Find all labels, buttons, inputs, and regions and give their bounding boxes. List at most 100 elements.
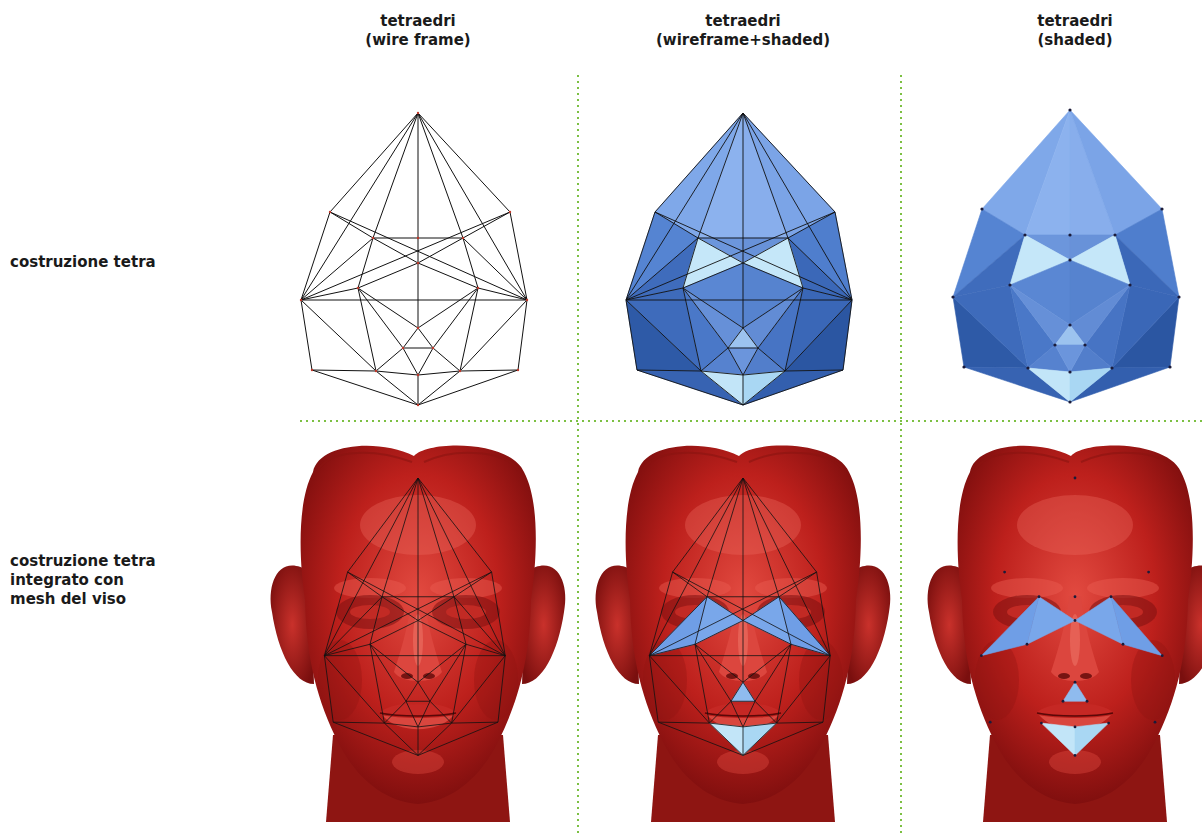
tetra-edge [330, 113, 418, 212]
tetra-vertex [300, 299, 302, 301]
tetra-edge [418, 621, 466, 645]
tetra-face [1070, 110, 1162, 235]
tetra-edge [463, 212, 510, 238]
dotted-divider [577, 75, 579, 836]
tetra-edge [403, 328, 418, 348]
tetra-edge [358, 288, 418, 328]
tetra-edge [301, 113, 418, 300]
hair-edge [643, 453, 843, 470]
tetra-edge [406, 682, 418, 701]
tetra-edge [460, 300, 527, 371]
tetra-edge [655, 212, 852, 300]
tetra-edge [358, 263, 418, 288]
tetra-edge [779, 572, 817, 597]
tetra-wireframe [324, 478, 505, 755]
tetra-edge [743, 597, 744, 621]
tetra-edge [743, 288, 803, 328]
tetra-edge [728, 328, 743, 348]
tetra-vertex [402, 347, 404, 349]
tetra-edge [698, 238, 743, 263]
tetra-edge [637, 370, 701, 371]
tetra-vertex [375, 370, 377, 372]
tetra-face [728, 348, 758, 375]
tetra-face [1070, 285, 1130, 345]
tetra-edge [649, 655, 830, 656]
tetra-edge [324, 655, 505, 656]
tetra-edge [418, 597, 454, 621]
tetra-edge [695, 644, 743, 682]
head-shape [301, 445, 536, 804]
tetra-vertex [1074, 726, 1077, 729]
tetra-face [743, 288, 803, 348]
tetra-edge [626, 113, 743, 300]
tetra-vertex [989, 721, 992, 724]
tetra-edge [384, 701, 406, 723]
tetra-face [701, 371, 743, 405]
tetra-face [1055, 325, 1085, 345]
tetra-edge [673, 572, 707, 597]
tetra-edge [418, 644, 466, 682]
tetra-edge [785, 300, 852, 371]
tetra-edge [788, 238, 852, 300]
tetra-edge [403, 348, 418, 375]
tetra-edge [418, 682, 430, 701]
tetra-vertices [980, 477, 1164, 757]
tetra-vertex [1068, 323, 1071, 326]
tetra-edge [333, 722, 384, 724]
tetra-vertex [1161, 654, 1164, 657]
tetra-edge [418, 478, 454, 597]
tetra-edge [382, 478, 418, 597]
tetra-edge [779, 597, 791, 645]
tetra-edge [743, 727, 744, 756]
tetra-face [743, 370, 843, 405]
tetra-vertex [1160, 207, 1163, 210]
tetra-face [1010, 285, 1070, 345]
tetra-edge [324, 656, 384, 723]
tetra-vertices [951, 108, 1180, 403]
tetra-vertex [1062, 700, 1065, 703]
tetra-face [1075, 723, 1109, 755]
tetra-vertex [1038, 595, 1041, 598]
tetra-faces [981, 597, 1162, 756]
tetra-edge [701, 348, 728, 371]
tetra-edge [673, 572, 831, 656]
tetra-edge [498, 656, 505, 723]
tetra-edge [301, 212, 330, 300]
tetra-edge [626, 300, 637, 370]
tetra-face [1111, 597, 1162, 656]
tetra-faces [649, 597, 830, 756]
tetra-edge [406, 701, 430, 702]
tetra-edge [683, 238, 698, 288]
tetra-vertex [372, 237, 374, 239]
row-label: costruzione tetra [10, 253, 170, 272]
tetra-edge [452, 656, 506, 723]
tetra-vertex [1068, 233, 1071, 236]
tetra-vertex [1086, 700, 1089, 703]
tetra-vertex [417, 262, 419, 264]
tetra-edge [785, 370, 843, 371]
tetra-edge [695, 597, 707, 645]
tetra-vertex [1023, 233, 1026, 236]
tetra-vertex [962, 365, 965, 368]
tetra-vertex [1113, 233, 1116, 236]
tetra-edge [418, 727, 419, 756]
tetra-face [743, 723, 777, 755]
tetra-edge [418, 263, 419, 328]
tetra-vertex [526, 299, 528, 301]
tetra-face [698, 113, 743, 238]
tetra-edge [370, 644, 418, 682]
tetra-edge [649, 656, 658, 723]
tetra-edge [658, 722, 709, 724]
eye [350, 605, 390, 619]
tetra-edge [418, 596, 454, 597]
face-mesh [596, 445, 891, 822]
tetra-edge [743, 328, 758, 348]
tetra-edge [743, 478, 817, 572]
tetra-vertex [1053, 343, 1056, 346]
tetra-vertex [1026, 643, 1029, 646]
tetra-vertex [329, 211, 331, 213]
tetra-edge [835, 212, 852, 300]
tetra-edge [418, 371, 460, 375]
tetra-edge [418, 328, 433, 348]
tetra-edge [658, 722, 743, 755]
